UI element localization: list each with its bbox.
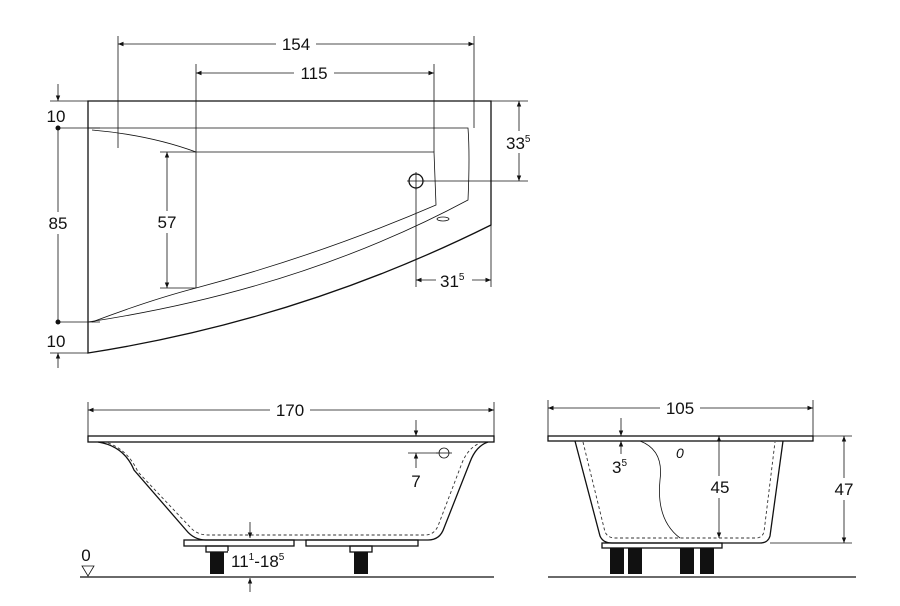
dim-rim-bottom: 10	[47, 332, 66, 351]
dim-drain-offset-y: 335	[506, 134, 531, 153]
tub-basin	[91, 129, 437, 323]
drain-symbol	[407, 172, 425, 190]
dim-rim-top: 10	[47, 107, 66, 126]
dim-total-height: 47	[835, 480, 854, 499]
dim-inner-width: 57	[158, 213, 177, 232]
end-feet	[610, 548, 714, 574]
side-tub-body	[97, 441, 489, 541]
side-view: 0 170 7 111-185	[80, 400, 495, 592]
tub-outline-top	[87, 100, 492, 354]
dim-overall-length: 154	[282, 35, 310, 54]
dim-end-width: 105	[666, 399, 694, 418]
dim-inner-length: 115	[300, 64, 327, 83]
dim-overall-width: 85	[49, 214, 68, 233]
end-mark: 0	[676, 445, 684, 461]
dim-drain-offset-x: 315	[440, 272, 465, 291]
floor-level-label: 0	[81, 546, 90, 565]
dim-depth: 45	[711, 478, 730, 497]
end-rim	[547, 435, 814, 442]
end-view: 0 105 35 45 47	[547, 398, 858, 578]
side-rim	[87, 435, 495, 443]
dim-feet-range: 111-185	[231, 552, 285, 571]
dim-rim-thickness: 35	[612, 458, 627, 477]
overflow-symbol	[436, 216, 450, 222]
top-view: 154 115 85 10 10 57 335	[46, 33, 539, 368]
dim-overflow-drop: 7	[411, 472, 420, 491]
tub-rim-line	[87, 127, 470, 323]
side-feet	[205, 545, 373, 574]
dim-side-length: 170	[276, 401, 304, 420]
